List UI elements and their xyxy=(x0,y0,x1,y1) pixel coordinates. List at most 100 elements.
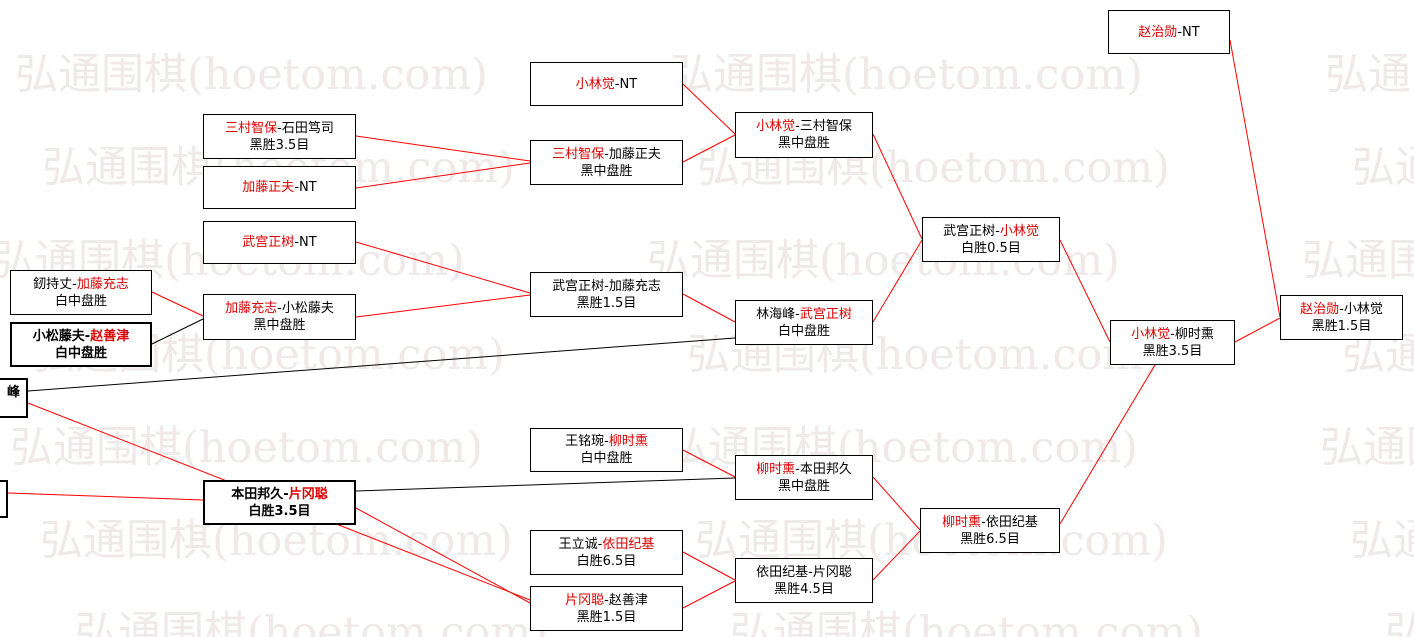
match-box-kataoka-zhaoshan: 片冈聪-赵善津 黑胜1.5目 xyxy=(530,586,683,631)
edge-hayashi_takemiya-to-takemiya_kobayashi xyxy=(872,239,923,323)
match-box-partial-lower xyxy=(0,480,8,518)
name-separator: - xyxy=(795,119,800,134)
name-separator: - xyxy=(981,514,986,530)
match-title: 柳时熏-依田纪基 xyxy=(942,514,1038,531)
match-title: 三村智保-石田笃司 xyxy=(225,120,334,137)
match-title: 武宫正树-加藤充志 xyxy=(552,278,661,295)
edge-takemiya_kobayashi-to-kobayashi_yoo xyxy=(1059,239,1111,343)
match-box-kobayashi-yoo: 小林觉-柳时熏 黑胜3.5目 xyxy=(1110,320,1235,365)
match-result: 黑中盘胜 xyxy=(580,163,633,179)
player-name: 柳时熏 xyxy=(608,434,648,449)
watermark-text: 弘通围棋(hoetom.com) xyxy=(15,50,488,100)
name-separator: - xyxy=(995,223,1000,239)
player-name: 赵善津 xyxy=(90,328,130,344)
player-name: 本田邦久 xyxy=(231,486,284,502)
edge-komatsu_zhao-to-kato_komatsu xyxy=(151,318,204,345)
edge-wang_yoo-to-yoo_honda xyxy=(682,449,736,478)
watermark-text: 弘通围棋(hoetom.com) xyxy=(1302,236,1414,286)
player-name: 柳时熏 xyxy=(756,461,796,477)
edge-kobayashi_mimura-to-takemiya_kobayashi xyxy=(872,133,923,240)
match-box-yoo-yoda: 柳时熏-依田纪基 黑胜6.5目 xyxy=(920,508,1060,553)
match-box-honda-kataoka: 本田邦久-片冈聪 白胜3.5目 xyxy=(203,480,356,525)
name-separator: - xyxy=(1170,326,1175,342)
match-title: 三村智保-加藤正夫 xyxy=(552,146,661,163)
player-name: 依田纪基 xyxy=(985,514,1038,530)
player-name: NT xyxy=(299,235,317,250)
match-title: 赵治勋-小林觉 xyxy=(1300,301,1383,318)
match-result: 黑胜3.5目 xyxy=(1142,343,1203,359)
watermark-text: 弘通围棋(hoetom.com) xyxy=(1385,608,1414,637)
watermark-text: 弘通围棋(hoetom.com) xyxy=(1325,50,1414,100)
name-separator: - xyxy=(597,536,603,552)
name-separator: - xyxy=(604,146,609,162)
match-result: 黑中盘胜 xyxy=(777,136,830,151)
match-result: 白中盘胜 xyxy=(777,323,830,339)
match-box-kato-nt: 加藤正夫-NT xyxy=(203,166,356,209)
match-title: 武宫正树-NT xyxy=(242,234,316,251)
name-separator: - xyxy=(72,276,77,292)
match-result: 黑胜1.5目 xyxy=(576,609,637,625)
match-title: 加藤正夫-NT xyxy=(242,179,316,196)
player-name: NT xyxy=(619,76,638,92)
watermark-text: 弘通围棋(hoetom.com) xyxy=(670,50,1143,100)
player-name: 加藤正夫 xyxy=(608,146,661,162)
name-separator: - xyxy=(1177,24,1183,40)
match-title: 王立诚-依田纪基 xyxy=(559,536,655,553)
edge-kato_nt-to-mimura_kato xyxy=(355,162,531,189)
edge-yoo_yoda-to-kobayashi_yoo xyxy=(1059,364,1156,525)
match-result: 黑胜4.5目 xyxy=(774,581,834,597)
match-result: 白胜0.5目 xyxy=(961,240,1021,256)
edge-partial_lower-to-honda_kataoka xyxy=(7,492,204,501)
player-name: 王立诚 xyxy=(558,536,598,552)
match-box-wang-yoda: 王立诚-依田纪基 白胜6.5目 xyxy=(530,530,683,575)
player-name: 依田纪基 xyxy=(756,564,809,580)
player-name: 片冈聪 xyxy=(812,564,852,580)
match-box-kenmochi-kato: 釰持丈-加藤充志 白中盘胜 xyxy=(10,270,152,315)
edge-yoda_kataoka-to-yoo_yoda xyxy=(872,530,921,581)
player-name: 武宫正树 xyxy=(552,278,605,294)
match-title: 柳时熏-本田邦久 xyxy=(756,461,852,478)
edge-kataoka_zhaoshan-to-yoda_kataoka xyxy=(682,580,736,609)
match-result: 黑中盘胜 xyxy=(253,318,306,333)
player-name: 王铭琬 xyxy=(565,434,605,449)
edge-wang_yoda-to-yoda_kataoka xyxy=(682,551,736,581)
player-name: 加藤充志 xyxy=(76,276,129,292)
player-name: 柳时熏 xyxy=(1174,326,1214,342)
watermark-text: 弘通围棋(hoetom.com) xyxy=(1320,423,1414,473)
match-title: 小林觉-柳时熏 xyxy=(1131,326,1214,343)
name-separator: - xyxy=(604,434,609,449)
edge-takemiya_kato-to-hayashi_takemiya xyxy=(682,293,736,323)
watermark-text: 弘通围棋(hoetom.com) xyxy=(1350,516,1414,566)
match-title: 王铭琬-柳时熏 xyxy=(565,433,648,450)
match-title: 釰持丈-加藤充志 xyxy=(33,276,129,293)
edge-mimura_ishida-to-mimura_kato xyxy=(355,135,531,162)
match-title: 片冈聪-赵善津 xyxy=(565,592,648,609)
match-title: 小林觉-NT xyxy=(576,76,637,93)
player-name: 小林觉 xyxy=(1131,326,1171,342)
match-box-kato-komatsu: 加藤充志-小松藤夫 黑中盘胜 xyxy=(203,294,356,340)
player-name: 武宫正树 xyxy=(943,223,996,239)
watermark-text: 弘通围棋(hoetom.com) xyxy=(75,608,548,637)
player-name: 釰持丈 xyxy=(33,276,73,292)
player-name: NT xyxy=(299,180,317,195)
name-separator: - xyxy=(808,564,813,580)
edge-kobayashi_nt-to-kobayashi_mimura xyxy=(682,83,736,135)
match-box-partial-hayashi: 峰 xyxy=(0,378,28,418)
match-result: 黑中盘胜 xyxy=(777,478,830,494)
player-name: 三村智保 xyxy=(799,119,852,134)
player-name: 峰 xyxy=(6,385,20,400)
match-box-takemiya-kato: 武宫正树-加藤充志 黑胜1.5目 xyxy=(530,272,683,317)
player-name: 三村智保 xyxy=(225,120,278,136)
name-separator: - xyxy=(277,301,282,316)
match-title: 赵治勋-NT xyxy=(1138,24,1199,41)
edge-yoo_honda-to-yoo_yoda xyxy=(872,476,921,531)
match-box-wang-yoo: 王铭琬-柳时熏 白中盘胜 xyxy=(530,428,683,472)
match-result: 白中盘胜 xyxy=(54,345,107,361)
match-box-komatsu-zhao: 小松藤夫-赵善津 白中盘胜 xyxy=(10,322,152,367)
edge-honda_kataoka-to-yoo_honda xyxy=(355,477,736,492)
player-name: 小林觉 xyxy=(1343,301,1383,317)
match-box-hayashi-takemiya: 林海峰-武宫正树 白中盘胜 xyxy=(735,300,873,345)
match-result: 黑胜1.5目 xyxy=(1311,318,1372,334)
edge-kenmochi_kato-to-kato_komatsu xyxy=(151,291,204,317)
